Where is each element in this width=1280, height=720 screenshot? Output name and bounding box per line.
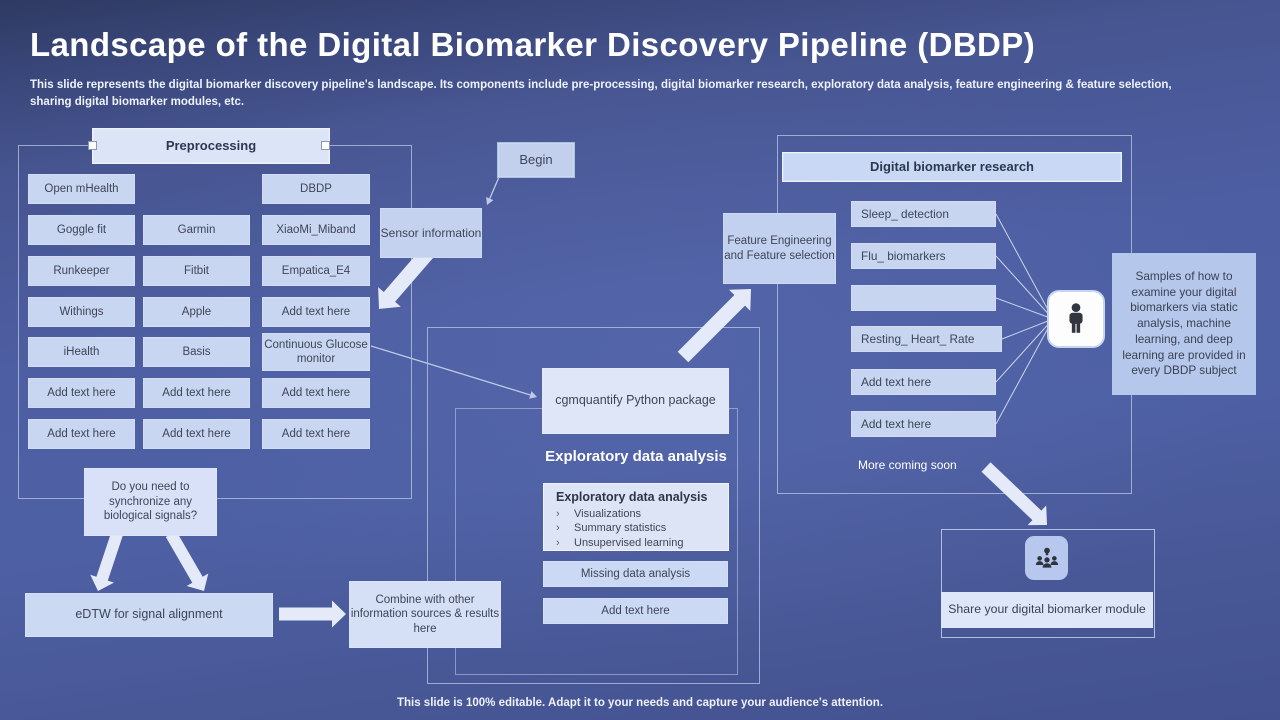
- eda-box-title: Exploratory data analysis: [556, 490, 708, 504]
- eda-add-text-node[interactable]: Add text here: [543, 598, 728, 624]
- chevron-bullet-icon: ›: [556, 508, 560, 520]
- sensor-information-node[interactable]: Sensor information: [380, 208, 482, 258]
- combine-node[interactable]: Combine with other information sources &…: [349, 581, 501, 648]
- preprocessing-item[interactable]: Add text here: [262, 297, 370, 327]
- person-icon[interactable]: [1047, 290, 1105, 348]
- preprocessing-item[interactable]: Add text here: [262, 419, 370, 449]
- preprocessing-item[interactable]: Add text here: [28, 419, 135, 449]
- preprocessing-item[interactable]: Add text here: [143, 419, 250, 449]
- research-item[interactable]: Add text here: [851, 411, 996, 437]
- missing-data-node[interactable]: Missing data analysis: [543, 561, 728, 587]
- cgmquantify-node[interactable]: cgmquantify Python package: [542, 368, 729, 434]
- eda-bullet: › Unsupervised learning: [556, 536, 720, 550]
- preprocessing-item[interactable]: Fitbit: [143, 256, 250, 286]
- eda-outer-container: [427, 327, 760, 684]
- person-glyph: [1069, 303, 1083, 333]
- preprocessing-item[interactable]: Goggle fit: [28, 215, 135, 245]
- preprocessing-item[interactable]: Add text here: [143, 378, 250, 408]
- sync-left-arrow: [90, 532, 123, 591]
- connector-handle-left[interactable]: [88, 141, 97, 150]
- research-item[interactable]: Flu_ biomarkers: [851, 243, 996, 269]
- eda-bullet: › Summary statistics: [556, 521, 720, 535]
- page-title: Landscape of the Digital Biomarker Disco…: [30, 26, 1036, 63]
- edtw-to-combine-arrow: [279, 600, 346, 628]
- eda-bullet-label: Visualizations: [574, 508, 642, 520]
- preprocessing-item[interactable]: DBDP: [262, 174, 370, 204]
- preprocessing-item[interactable]: Continuous Glucose monitor: [262, 333, 370, 371]
- eda-bullet-label: Summary statistics: [574, 522, 667, 535]
- sync-right-arrow: [165, 531, 209, 591]
- eda-list-box[interactable]: Exploratory data analysis › Visualization…: [543, 483, 729, 551]
- research-item[interactable]: Add text here: [851, 369, 996, 395]
- team-idea-glyph: [1035, 547, 1058, 568]
- editable-note: This slide is 100% editable. Adapt it to…: [396, 697, 884, 709]
- research-item[interactable]: [851, 285, 996, 311]
- preprocessing-item[interactable]: Apple: [143, 297, 250, 327]
- preprocessing-item[interactable]: Add text here: [262, 378, 370, 408]
- share-container: [941, 529, 1155, 638]
- team-idea-icon[interactable]: [1025, 536, 1068, 580]
- edtw-node[interactable]: eDTW for signal alignment: [25, 593, 273, 637]
- preprocessing-item[interactable]: Garmin: [143, 215, 250, 245]
- more-coming-soon-label: More coming soon: [858, 458, 957, 472]
- connector-handle-right[interactable]: [321, 141, 330, 150]
- begin-node[interactable]: Begin: [497, 142, 575, 178]
- eda-bullet: › Visualizations: [556, 507, 720, 521]
- eda-heading: Exploratory data analysis: [545, 448, 727, 465]
- eda-bullet-label: Unsupervised learning: [574, 536, 684, 549]
- preprocessing-item[interactable]: Runkeeper: [28, 256, 135, 286]
- begin-to-sensor-arrow: [489, 176, 500, 199]
- preprocessing-item[interactable]: Withings: [28, 297, 135, 327]
- preprocessing-item[interactable]: Open mHealth: [28, 174, 135, 204]
- begin-to-sensor-arrow: [486, 197, 494, 205]
- preprocessing-item[interactable]: Empatica_E4: [262, 256, 370, 286]
- preprocessing-item[interactable]: Add text here: [28, 378, 135, 408]
- research-item[interactable]: Sleep_ detection: [851, 201, 996, 227]
- chevron-bullet-icon: ›: [556, 522, 560, 535]
- slide-description: This slide represents the digital biomar…: [30, 79, 1172, 108]
- sync-question-node[interactable]: Do you need to synchronize any biologica…: [84, 468, 217, 536]
- preprocessing-header[interactable]: Preprocessing: [92, 128, 330, 164]
- chevron-bullet-icon: ›: [556, 536, 560, 549]
- research-item[interactable]: Resting_ Heart_ Rate: [851, 326, 1002, 352]
- share-label[interactable]: Share your digital biomarker module: [941, 592, 1153, 628]
- preprocessing-item[interactable]: XiaoMi_Miband: [262, 215, 370, 245]
- preprocessing-item[interactable]: Basis: [143, 337, 250, 367]
- feature-engineering-node[interactable]: Feature Engineering and Feature selectio…: [723, 213, 836, 284]
- preprocessing-item[interactable]: iHealth: [28, 337, 135, 367]
- research-header[interactable]: Digital biomarker research: [782, 152, 1122, 182]
- samples-note[interactable]: Samples of how to examine your digital b…: [1112, 253, 1256, 395]
